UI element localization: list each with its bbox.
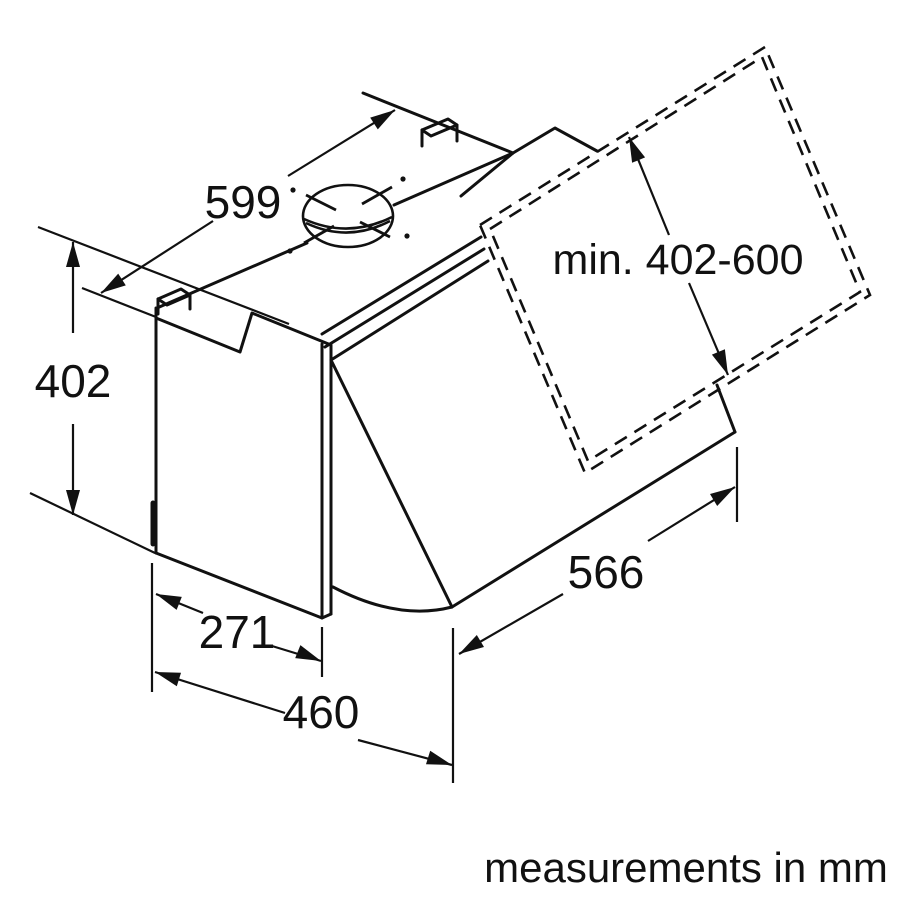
hood-body-outline	[150, 91, 737, 620]
duct-collar	[287, 176, 410, 254]
measurements-note: measurements in mm	[484, 844, 888, 891]
dimension-460: 460	[154, 670, 453, 767]
dimension-460-label: 460	[283, 686, 360, 738]
dimension-min-402-600-label: min. 402-600	[553, 236, 804, 284]
collar-cross-marks	[303, 185, 393, 245]
screw-position-dots	[287, 176, 410, 254]
front-panel	[150, 306, 333, 620]
front-top-rails	[320, 235, 490, 362]
dimension-599-label: 599	[205, 176, 282, 228]
glass-wedge	[330, 360, 737, 613]
dimension-402-label: 402	[35, 355, 112, 407]
dimension-599: 599	[37, 109, 396, 326]
back-flange-inner-edge	[459, 151, 515, 198]
dimension-min-402-600: min. 402-600	[553, 136, 804, 376]
telescopic-back-panel-dashed	[478, 45, 872, 475]
back-flange-peak	[511, 126, 599, 155]
dimension-271: 271	[150, 563, 324, 692]
mounting-clip-right	[420, 117, 459, 148]
dimension-566: 566	[451, 447, 739, 783]
dimension-402: 402	[29, 242, 156, 554]
top-face-back-edge-right	[392, 151, 515, 207]
mounting-clip-left	[156, 287, 192, 316]
dimension-271-label: 271	[199, 606, 276, 658]
dimension-566-label: 566	[568, 546, 645, 598]
